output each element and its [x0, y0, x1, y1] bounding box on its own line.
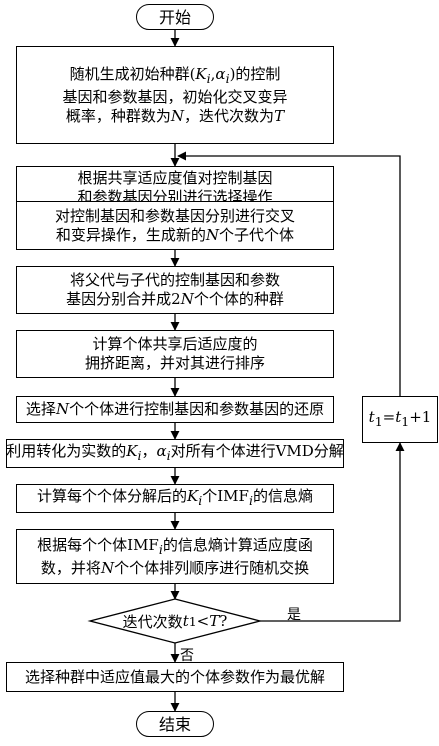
step-9-line-1: 根据每个个体IMFi的信息熵计算适应度函: [37, 535, 313, 557]
step-7-line-1: 利用转化为实数的Ki，αi对所有个体进行VMD分解: [6, 442, 344, 463]
step-5-line-2: 拥挤距离，并对其进行排序: [84, 354, 265, 372]
step-1-line-3: 概率，种群数为N，迭代次数为T: [65, 106, 285, 125]
step-1: 随机生成初始种群(Ki,αi)的控制 基因和参数基因，初始化交叉变异 概率，种群…: [16, 46, 334, 144]
step-3-line-2: 和变异操作，生成新的N个子代个体: [55, 225, 295, 244]
step-4-line-1: 将父代与子代的控制基因和参数: [69, 271, 280, 289]
step-6: 选择N个个体进行控制基因和参数基因的还原: [16, 396, 334, 423]
loop-update-label: t1=t1+1: [368, 408, 432, 429]
step-1-line-1: 随机生成初始种群(Ki,αi)的控制: [69, 64, 281, 86]
step-3-line-1: 对控制基因和参数基因分别进行交叉: [54, 206, 295, 225]
step-5: 计算个体共享后适应度的 拥挤距离，并对其进行排序: [16, 330, 334, 378]
step-5-line-1: 计算个体共享后适应度的: [92, 335, 258, 353]
step-2-line-1: 根据共享适应度值对控制基因: [77, 169, 273, 187]
arrow-update-to-step2: [177, 151, 401, 396]
start-terminal: 开始: [136, 4, 214, 30]
step-8: 计算每个个体分解后的Ki个IMFi的信息熵: [16, 484, 334, 513]
decision-diamond: [87, 598, 263, 644]
yes-label: 是: [287, 607, 301, 623]
step-3: 对控制基因和参数基因分别进行交叉 和变异操作，生成新的N个子代个体: [16, 201, 334, 250]
step-7: 利用转化为实数的Ki，αi对所有个体进行VMD分解: [6, 439, 344, 468]
step-4: 将父代与子代的控制基因和参数 基因分别合并成2N个个体的种群: [16, 266, 334, 314]
step-4-line-2: 基因分别合并成2N个个体的种群: [66, 290, 284, 308]
step-9: 根据每个个体IMFi的信息熵计算适应度函 数，并将N个个体排列顺序进行随机交换: [16, 529, 334, 584]
step-6-line-1: 选择N个个体进行控制基因和参数基因的还原: [25, 400, 325, 418]
end-terminal: 结束: [136, 711, 214, 737]
no-label: 否: [180, 648, 194, 664]
final-step: 选择种群中适应值最大的个体参数作为最优解: [6, 662, 344, 692]
step-8-line-1: 计算每个个体分解后的Ki个IMFi的信息熵: [37, 487, 313, 508]
loop-update-box: t1=t1+1: [362, 396, 438, 443]
step-9-line-2: 数，并将N个个体排列顺序进行随机交换: [40, 558, 310, 577]
arrow-decision-yes-to-update: [260, 442, 405, 622]
step-1-line-2: 基因和参数基因，初始化交叉变异: [62, 87, 288, 106]
